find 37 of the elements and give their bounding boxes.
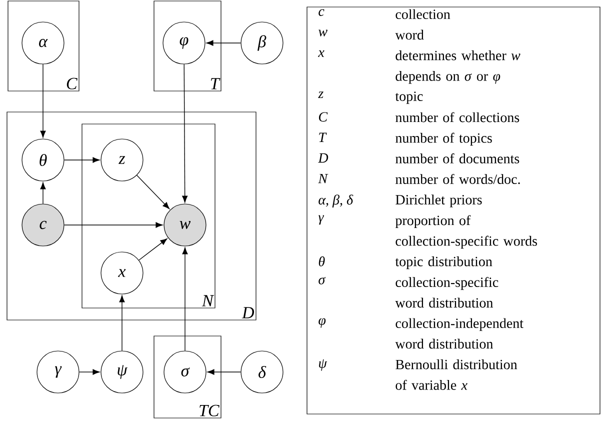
description: collection [396,9,450,20]
description: Bernoulli distribution of variable x [396,359,518,390]
symbol: c [318,9,324,16]
description: topic distribution [395,256,492,270]
symbol: ψ [319,359,328,371]
arrow [138,238,168,260]
arrow [40,64,46,138]
arrow [64,157,100,163]
symbol: φ [318,318,326,328]
symbol: γ [318,215,324,225]
description: Dirichlet priors [396,194,482,208]
arrow [119,295,125,352]
arrow [136,174,170,210]
symbol: x [318,50,324,57]
arrow [207,369,242,375]
arrow [78,369,100,375]
description: word [395,30,424,40]
symbol: α, β, δ [318,194,354,208]
symbol: z [318,92,324,98]
arrow [206,40,242,46]
description: topic [395,92,423,104]
description: number of documents [396,153,520,164]
arrow [64,222,163,228]
symbol: D [318,153,328,163]
symbol: w [318,30,328,36]
arrow [40,182,46,204]
symbol: θ [318,256,325,266]
description: number of topics [396,132,492,146]
description: number of words/doc. [396,174,520,184]
symbol: C [319,112,328,122]
description: number of collections [396,112,520,122]
symbol: T [319,132,327,142]
arrow [182,64,188,203]
symbol: N [318,174,328,184]
arrow [182,247,188,352]
description: collection-independent word distribution [395,318,524,349]
symbol: σ [318,277,326,284]
